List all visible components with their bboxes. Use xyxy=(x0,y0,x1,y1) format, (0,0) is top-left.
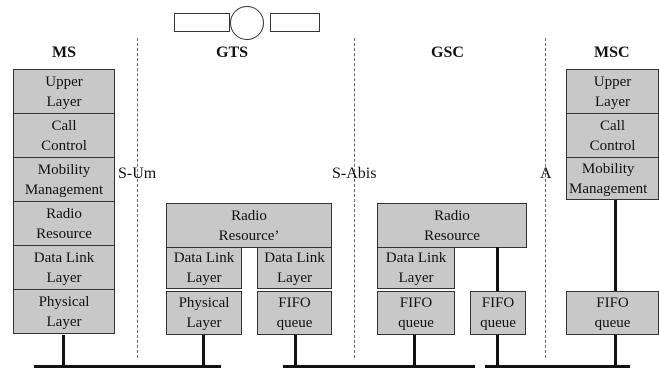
ms-physical-layer: Physical Layer xyxy=(13,289,115,334)
ms-bus-drop xyxy=(62,335,65,368)
msc-mm-to-fifo-line xyxy=(614,200,617,291)
um-link-line xyxy=(34,365,221,368)
column-header-msc: MSC xyxy=(594,44,630,61)
gsc-radio-resource: Radio Resource xyxy=(377,203,527,248)
ms-data-link-layer: Data Link Layer xyxy=(13,245,115,290)
gts-fifo-queue: FIFO queue xyxy=(257,291,332,335)
ms-call-control: Call Control xyxy=(13,113,115,158)
separator-gsc-msc xyxy=(545,38,546,358)
gts-data-link-left: Data Link Layer xyxy=(166,247,242,289)
column-header-gsc: GSC xyxy=(431,44,464,61)
gts-bus-drop-right xyxy=(294,335,297,368)
separator-ms-gts xyxy=(137,38,138,358)
separator-gts-gsc xyxy=(354,38,355,358)
gsc-bus-drop-right xyxy=(496,335,499,368)
ms-mobility-management: Mobility Management xyxy=(13,157,115,202)
msc-bus-drop xyxy=(614,335,617,368)
gsc-radio-to-fifo-line xyxy=(496,247,499,291)
gts-bus-drop-left xyxy=(202,335,205,368)
gts-radio-resource: Radio Resource’ xyxy=(166,203,332,248)
a-link-line xyxy=(485,365,630,368)
column-header-gts: GTS xyxy=(216,44,249,61)
abis-link-line xyxy=(283,365,475,368)
msc-call-control: Call Control xyxy=(566,113,659,158)
gsc-fifo-queue-left: FIFO queue xyxy=(377,291,455,335)
msc-fifo-queue: FIFO queue xyxy=(566,291,659,335)
satellite-body xyxy=(230,6,264,40)
gsc-fifo-queue-right: FIFO queue xyxy=(470,291,526,335)
satellite-left-panel xyxy=(174,13,230,32)
satellite-right-panel xyxy=(270,13,320,32)
ms-radio-resource: Radio Resource xyxy=(13,201,115,246)
gsc-data-link-layer: Data Link Layer xyxy=(377,247,455,289)
msc-upper-layer: Upper Layer xyxy=(566,69,659,114)
msc-mobility-management: Mobility Management xyxy=(566,157,659,200)
column-header-ms: MS xyxy=(52,44,76,61)
interface-label-s-um: S-Um xyxy=(118,165,157,182)
interface-label-a: A xyxy=(540,165,552,182)
gsc-bus-drop-left xyxy=(413,335,416,368)
ms-upper-layer: Upper Layer xyxy=(13,69,115,114)
interface-label-s-abis: S-Abis xyxy=(332,165,377,182)
gts-data-link-right: Data Link Layer xyxy=(257,247,332,289)
gts-physical-layer: Physical Layer xyxy=(166,291,242,335)
